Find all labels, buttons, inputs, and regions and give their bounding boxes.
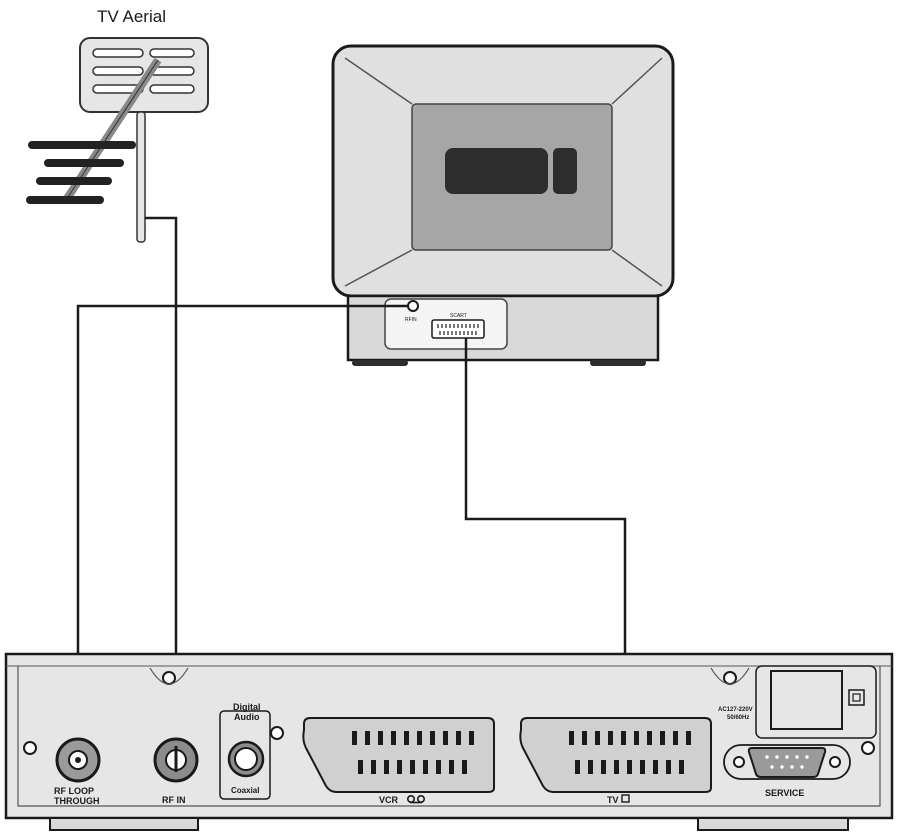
tv-scart-label: SCART bbox=[450, 313, 467, 319]
screw-icon bbox=[23, 741, 37, 755]
tv-rf-in-port bbox=[407, 300, 419, 312]
tv-foot-right bbox=[590, 360, 646, 366]
power-label-line1: AC127-220V bbox=[718, 707, 753, 713]
cable-aerial-to-rf-in bbox=[145, 216, 178, 760]
tv-aerial: TV Aerial bbox=[26, 7, 209, 243]
tv-scart-port bbox=[431, 319, 485, 339]
screw-recess bbox=[710, 667, 750, 685]
rf-loop-through-center bbox=[75, 757, 81, 763]
cables bbox=[76, 216, 627, 760]
screw-icon bbox=[723, 671, 737, 685]
rf-in-label: RF IN bbox=[162, 795, 186, 805]
digital-audio-label-line1: Digital bbox=[233, 702, 261, 712]
aerial-elements bbox=[26, 141, 136, 204]
digital-audio-frame bbox=[219, 710, 271, 800]
power-inlet bbox=[770, 670, 843, 730]
screw-icon bbox=[270, 726, 284, 740]
service-port-frame bbox=[723, 744, 851, 780]
tv-rf-in-label: RFIN bbox=[405, 317, 417, 323]
cable-scart-tv-to-tv bbox=[464, 338, 627, 760]
receiver-foot-right bbox=[697, 817, 849, 831]
power-switch-inner bbox=[852, 693, 861, 702]
power-switch-icon bbox=[848, 689, 865, 706]
receiver-rear-contour bbox=[17, 666, 881, 807]
service-pins bbox=[765, 755, 809, 769]
tv-display-small bbox=[553, 148, 577, 194]
coaxial-label: Coaxial bbox=[231, 786, 259, 795]
aerial-boom-outline bbox=[65, 59, 159, 201]
rf-loop-label-line1: RF LOOP bbox=[54, 786, 94, 796]
vcr-scart-pins bbox=[352, 731, 474, 774]
tv-scart-pins bbox=[437, 324, 479, 335]
television: RFIN SCART bbox=[331, 44, 675, 366]
tv-scart-label-receiver: TV bbox=[607, 795, 619, 805]
service-label: SERVICE bbox=[765, 788, 804, 798]
tv-foot-left bbox=[352, 360, 408, 366]
aerial-label: TV Aerial bbox=[97, 7, 166, 26]
tv-square-icon bbox=[621, 794, 630, 803]
digital-audio-label-line2: Audio bbox=[234, 712, 260, 722]
vcr-scart-port bbox=[302, 717, 495, 793]
cable-rf-loop-to-tv-rf-in bbox=[76, 304, 408, 760]
receiver-foot-left bbox=[49, 817, 199, 831]
power-cover bbox=[755, 665, 877, 739]
service-screw-left bbox=[733, 756, 745, 768]
rf-loop-label-line2: THROUGH bbox=[54, 796, 100, 806]
power-label-line2: 50/60Hz bbox=[727, 715, 749, 721]
screw-icon bbox=[162, 671, 176, 685]
vcr-label: VCR bbox=[379, 795, 399, 805]
screw-recess bbox=[149, 667, 189, 685]
receiver: RF LOOP THROUGH RF IN Digital Audio Coax… bbox=[4, 652, 894, 831]
aerial-mast bbox=[136, 111, 146, 243]
tv-scart-port-receiver bbox=[519, 717, 712, 793]
service-db9-port bbox=[747, 747, 827, 778]
screws bbox=[23, 671, 875, 755]
tv-display-block bbox=[445, 148, 548, 194]
tv-bevel-lines bbox=[344, 57, 663, 287]
coaxial-port-inner bbox=[234, 747, 258, 771]
screw-icon bbox=[861, 741, 875, 755]
vcr-tape-icon bbox=[406, 794, 425, 804]
service-screw-right bbox=[829, 756, 841, 768]
tv-scart-pins-receiver bbox=[569, 731, 691, 774]
